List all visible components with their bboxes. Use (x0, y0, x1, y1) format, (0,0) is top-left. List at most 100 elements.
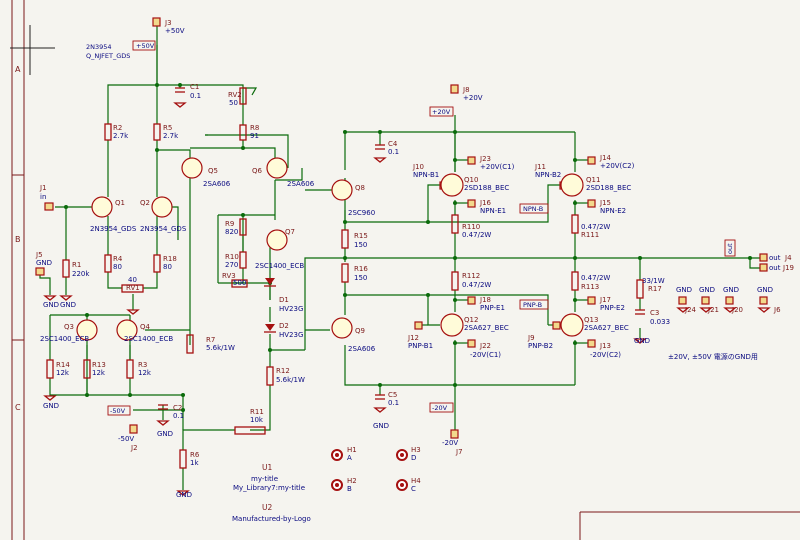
connector-j15[interactable]: J15 NPN-E2 (587, 199, 626, 215)
connector-j6[interactable]: GND J6 (757, 286, 781, 314)
q7-ref: Q7 (285, 228, 295, 236)
logo-u2-ref: U2 (262, 503, 272, 512)
connector-j9-ref: J9 (527, 334, 535, 342)
resistor-r9-ref: R9 (225, 220, 234, 228)
connector-j7[interactable]: -20V J7 (442, 429, 463, 456)
connector-j3-ref: J3 (164, 19, 172, 27)
connector-j14[interactable]: J14 +20V(C2) (587, 154, 635, 170)
resistors (46, 123, 644, 469)
cap-c4-ref: C4 (388, 140, 398, 148)
q8-value: 2SC960 (348, 209, 375, 217)
cap-c5-value: 0.1 (388, 399, 399, 407)
resistor-r111-ref: R111 (581, 231, 599, 239)
svg-text:NPN-B: NPN-B (523, 205, 543, 213)
resistor-r13-value: 12k (92, 369, 106, 377)
resistor-r18-value: 80 (163, 263, 172, 271)
net-label-pos20[interactable]: +20V (429, 106, 454, 117)
cap-c3-ref: C3 (650, 309, 659, 317)
sheet-frame: A B C (10, 0, 800, 540)
wires (39, 26, 760, 490)
pot-rv2-value: 50 (229, 99, 238, 107)
resistor-r112-ref: R112 (462, 272, 480, 280)
connector-j20[interactable]: GND J20 (723, 286, 743, 314)
q12-ref: Q12 (464, 316, 478, 324)
frame-row-c: C (15, 403, 21, 412)
connector-j24-ref: J24 (684, 306, 697, 314)
connector-j16[interactable]: J16 NPN-E1 (467, 199, 506, 215)
connector-j19-ref: J19 (782, 264, 794, 272)
connector-j17-value: PNP-E2 (600, 304, 625, 312)
resistor-r7-value: 5.6k/1W (206, 344, 235, 352)
resistor-r11-ref: R11 (250, 408, 264, 416)
resistor-r4-value: 80 (113, 263, 122, 271)
resistor-r2-value: 2.7k (113, 132, 129, 140)
net-label-out[interactable]: out (724, 239, 736, 257)
pot-rv1[interactable]: 40 RV1 (121, 276, 144, 293)
resistor-r14-ref: R14 (56, 361, 70, 369)
resistor-labels: R2 2.7k R5 2.7k R8 91 R1 220k R4 80 R18 … (56, 124, 665, 467)
resistor-r1-value: 220k (72, 270, 90, 278)
q6-value: 2SA606 (287, 180, 315, 188)
net-label-pnp-b[interactable]: PNP-B (519, 299, 549, 310)
resistor-r18-ref: R18 (163, 255, 177, 263)
net-label-neg50[interactable]: -50V (107, 405, 131, 416)
net-label-pos50[interactable]: +50V (132, 40, 156, 51)
connector-j2[interactable]: -50V J2 (118, 424, 138, 452)
pot-rv3[interactable]: RV3 500 (222, 272, 248, 288)
q2-ref: Q2 (140, 199, 150, 207)
net-label-npn-b[interactable]: NPN-B (519, 203, 549, 214)
diodes: D1 HV23G D2 HV23G (264, 278, 303, 339)
connector-j23[interactable]: J23 +20V(C1) (467, 155, 515, 171)
connector-j13[interactable]: J13 -20V(C2) (587, 339, 621, 359)
resistor-r110-ref: R110 (462, 223, 480, 231)
connector-j7-value: -20V (442, 439, 458, 447)
connector-j9[interactable]: J9 PNP-B2 (527, 321, 561, 350)
junctions (64, 83, 752, 412)
frame-row-a: A (15, 65, 21, 74)
connector-j5[interactable]: J5 GND (35, 251, 52, 276)
pot-rv3-ref: RV3 (222, 272, 236, 280)
connector-j8-ref: J8 (462, 86, 470, 94)
connector-j12-value: PNP-B1 (408, 342, 433, 350)
connector-j12[interactable]: J12 PNP-B1 (407, 321, 433, 350)
resistor-r5-ref: R5 (163, 124, 172, 132)
resistor-r113-value: 0.47/2W (581, 274, 610, 282)
connector-j20-ref: J20 (731, 306, 743, 314)
logo-u2-value: Manufactured-by-Logo (232, 515, 311, 523)
connector-j1-ref: J1 (39, 184, 47, 192)
pot-rv1-ref: RV1 (126, 284, 140, 292)
resistor-r10-value: 270 (225, 261, 238, 269)
connector-j1[interactable]: J1 in (39, 184, 54, 211)
net-label-neg20[interactable]: -20V (429, 402, 454, 413)
connector-j2-ref: J2 (130, 444, 138, 452)
connector-j17[interactable]: J17 PNP-E2 (587, 296, 625, 312)
connector-j3-value: +50V (165, 27, 185, 35)
logo-u1-ref: U1 (262, 463, 272, 472)
hole-h2-ref: H2 (347, 477, 357, 485)
connector-j7-ref: J7 (455, 448, 463, 456)
gnd-3: GND (43, 402, 59, 410)
connector-j22[interactable]: J22 -20V(C1) (467, 339, 501, 359)
connector-j3[interactable]: J3 +50V (152, 17, 185, 35)
logo-u1-lib: My_Library7:my-title (233, 484, 305, 492)
resistor-r8-ref: R8 (250, 124, 259, 132)
connector-j21[interactable]: GND J21 (699, 286, 719, 314)
connector-j8[interactable]: J8 +20V (450, 84, 483, 102)
svg-text:+20V: +20V (432, 108, 451, 116)
resistor-r9-value: 820 (225, 228, 238, 236)
pot-rv2[interactable]: RV2 50 (228, 87, 247, 107)
d1-value: HV23G (279, 305, 303, 313)
q5-ref: Q5 (208, 167, 218, 175)
connector-j18[interactable]: J18 PNP-E1 (467, 296, 505, 312)
q12-value: 2SA627_BEC (464, 324, 509, 332)
q13-ref: Q13 (584, 316, 598, 324)
resistor-r10-ref: R10 (225, 253, 239, 261)
transistors (76, 157, 584, 341)
connector-j24[interactable]: GND J24 (676, 286, 697, 314)
logo-blocks: U1 my-title My_Library7:my-title U2 Manu… (232, 463, 311, 523)
connector-j24-value: GND (676, 286, 692, 294)
connector-j19[interactable]: out J19 (759, 263, 794, 272)
connector-j4[interactable]: out J4 (759, 253, 792, 262)
hole-h2-value: B (347, 485, 352, 493)
